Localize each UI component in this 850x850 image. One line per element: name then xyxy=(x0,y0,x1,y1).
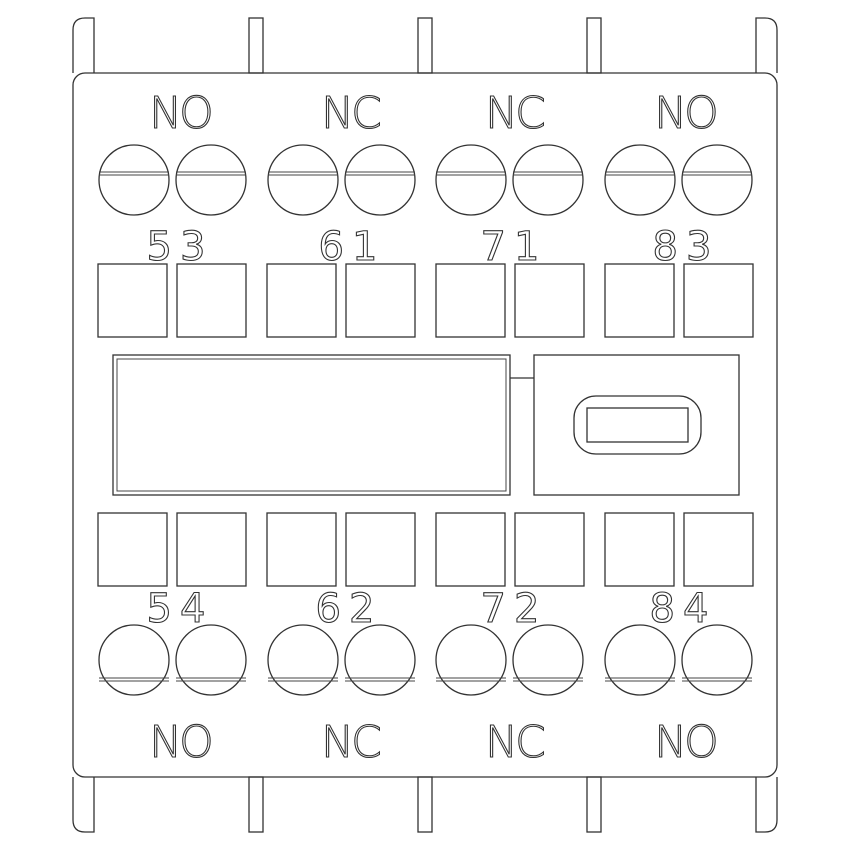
entry-top-1 xyxy=(97,263,168,338)
bottom-number-84: 84 xyxy=(650,586,717,632)
screw-top-7 xyxy=(604,144,676,216)
entry-bottom-4 xyxy=(345,512,416,587)
screw-bottom-6 xyxy=(512,624,584,696)
entry-top-4 xyxy=(345,263,416,338)
clip-bottom-1 xyxy=(248,776,264,833)
clip-bottom-right xyxy=(755,777,778,833)
screw-bottom-1 xyxy=(98,624,170,696)
top-label-4: NO xyxy=(654,88,716,139)
screw-bottom-8 xyxy=(681,624,753,696)
top-clips xyxy=(72,17,778,74)
entry-bottom-8 xyxy=(683,512,754,587)
top-numbers: 53 61 71 83 xyxy=(146,223,720,270)
bottom-clips xyxy=(72,776,778,833)
entry-bottom-2 xyxy=(176,512,247,587)
screw-bottom-5 xyxy=(435,624,507,696)
bottom-label-2: NC xyxy=(321,717,380,768)
bottom-label-1: NO xyxy=(149,717,211,768)
screw-top-6 xyxy=(512,144,584,216)
screw-top-8 xyxy=(681,144,753,216)
top-number-53: 53 xyxy=(147,224,214,270)
clip-top-3 xyxy=(586,17,602,74)
entry-bottom-3 xyxy=(266,512,337,587)
top-label-1: NO xyxy=(149,88,211,139)
entry-top-5 xyxy=(435,263,506,338)
housing-outline xyxy=(72,72,778,778)
screw-top-3 xyxy=(267,144,339,216)
screw-top-2 xyxy=(175,144,247,216)
bottom-label-4: NO xyxy=(654,717,716,768)
screw-top-4 xyxy=(344,144,416,216)
entry-bottom-5 xyxy=(435,512,506,587)
bottom-number-54: 54 xyxy=(147,586,214,632)
top-number-71: 71 xyxy=(481,224,548,270)
top-label-2: NC xyxy=(321,88,380,139)
entry-top-3 xyxy=(266,263,337,338)
top-number-83: 83 xyxy=(653,224,720,270)
bottom-number-72: 72 xyxy=(481,586,548,632)
clip-top-2 xyxy=(417,17,433,74)
bottom-labels: NO NC NC NO xyxy=(149,716,720,768)
label-plate xyxy=(112,354,511,496)
clip-top-1 xyxy=(248,17,264,74)
clip-bottom-left xyxy=(72,777,95,833)
top-wire-entries xyxy=(97,263,754,338)
screw-bottom-7 xyxy=(604,624,676,696)
entry-bottom-7 xyxy=(604,512,675,587)
bottom-wire-entries xyxy=(97,512,754,587)
bottom-label-3: NC xyxy=(485,717,544,768)
bottom-numbers: 54 62 72 84 xyxy=(146,585,717,632)
entry-top-7 xyxy=(604,263,675,338)
entry-bottom-6 xyxy=(514,512,585,587)
clip-bottom-2 xyxy=(417,776,433,833)
screw-bottom-2 xyxy=(175,624,247,696)
screw-top-5 xyxy=(435,144,507,216)
screw-top-1 xyxy=(98,144,170,216)
top-terminal-screws xyxy=(98,144,753,216)
screw-bottom-3 xyxy=(267,624,339,696)
top-labels: NO NC NC NO xyxy=(149,87,720,139)
actuator-window xyxy=(533,354,740,496)
bottom-number-62: 62 xyxy=(316,586,383,632)
entry-top-8 xyxy=(683,263,754,338)
entry-top-2 xyxy=(176,263,247,338)
top-label-3: NC xyxy=(485,88,544,139)
bottom-terminal-screws xyxy=(98,624,753,696)
entry-top-6 xyxy=(514,263,585,338)
clip-top-left xyxy=(72,17,95,73)
clip-bottom-3 xyxy=(586,776,602,833)
clip-top-right xyxy=(755,17,778,73)
screw-bottom-4 xyxy=(344,624,416,696)
entry-bottom-1 xyxy=(97,512,168,587)
top-number-61: 61 xyxy=(319,224,386,270)
